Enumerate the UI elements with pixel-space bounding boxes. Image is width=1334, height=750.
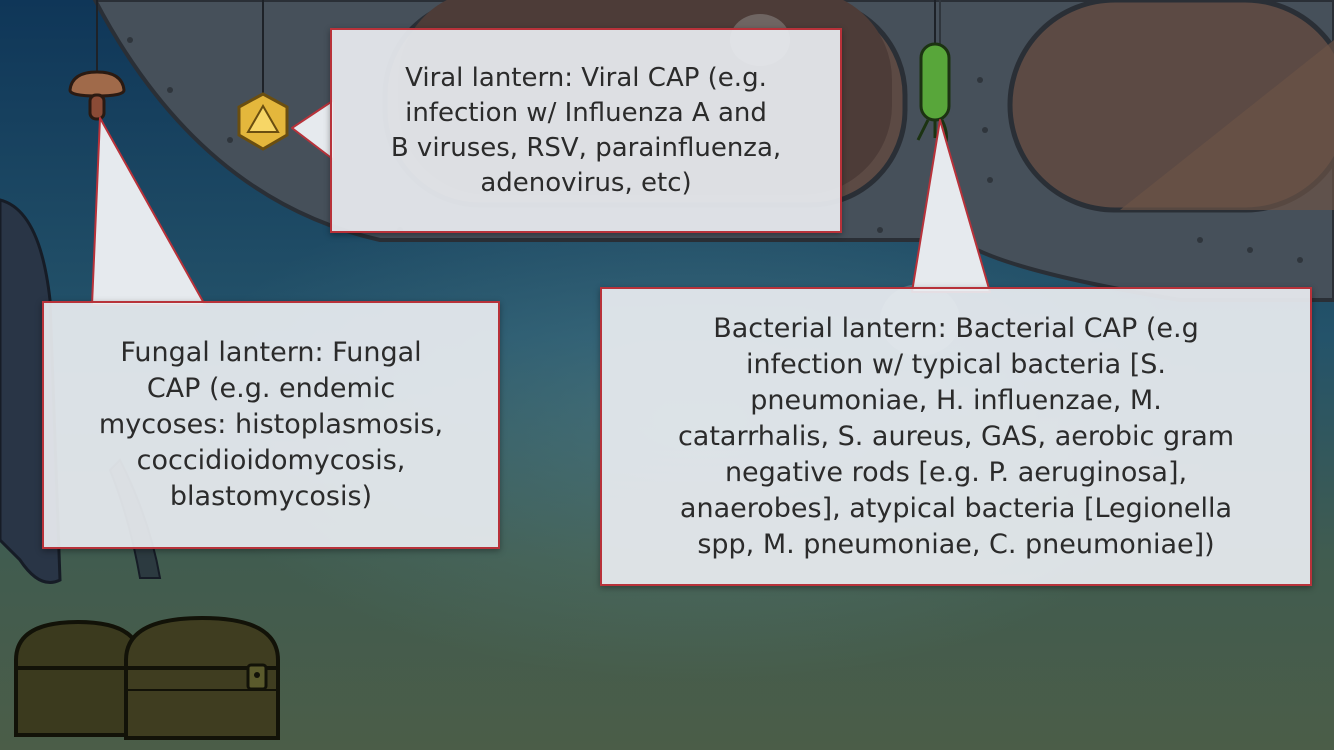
treasure-chest-icon bbox=[14, 615, 280, 740]
fungal-lantern-callout: Fungal lantern: Fungal CAP (e.g. endemic… bbox=[42, 301, 500, 549]
viral-lantern-text: Viral lantern: Viral CAP (e.g. infection… bbox=[390, 62, 782, 198]
viral-lantern-callout: Viral lantern: Viral CAP (e.g. infection… bbox=[330, 28, 842, 233]
bacterial-lantern-text: Bacterial lantern: Bacterial CAP (e.g in… bbox=[677, 312, 1235, 560]
bacterial-lantern-callout: Bacterial lantern: Bacterial CAP (e.g in… bbox=[600, 287, 1312, 586]
virus-lantern-icon bbox=[237, 0, 289, 151]
fungal-lantern-text: Fungal lantern: Fungal CAP (e.g. endemic… bbox=[98, 337, 444, 512]
